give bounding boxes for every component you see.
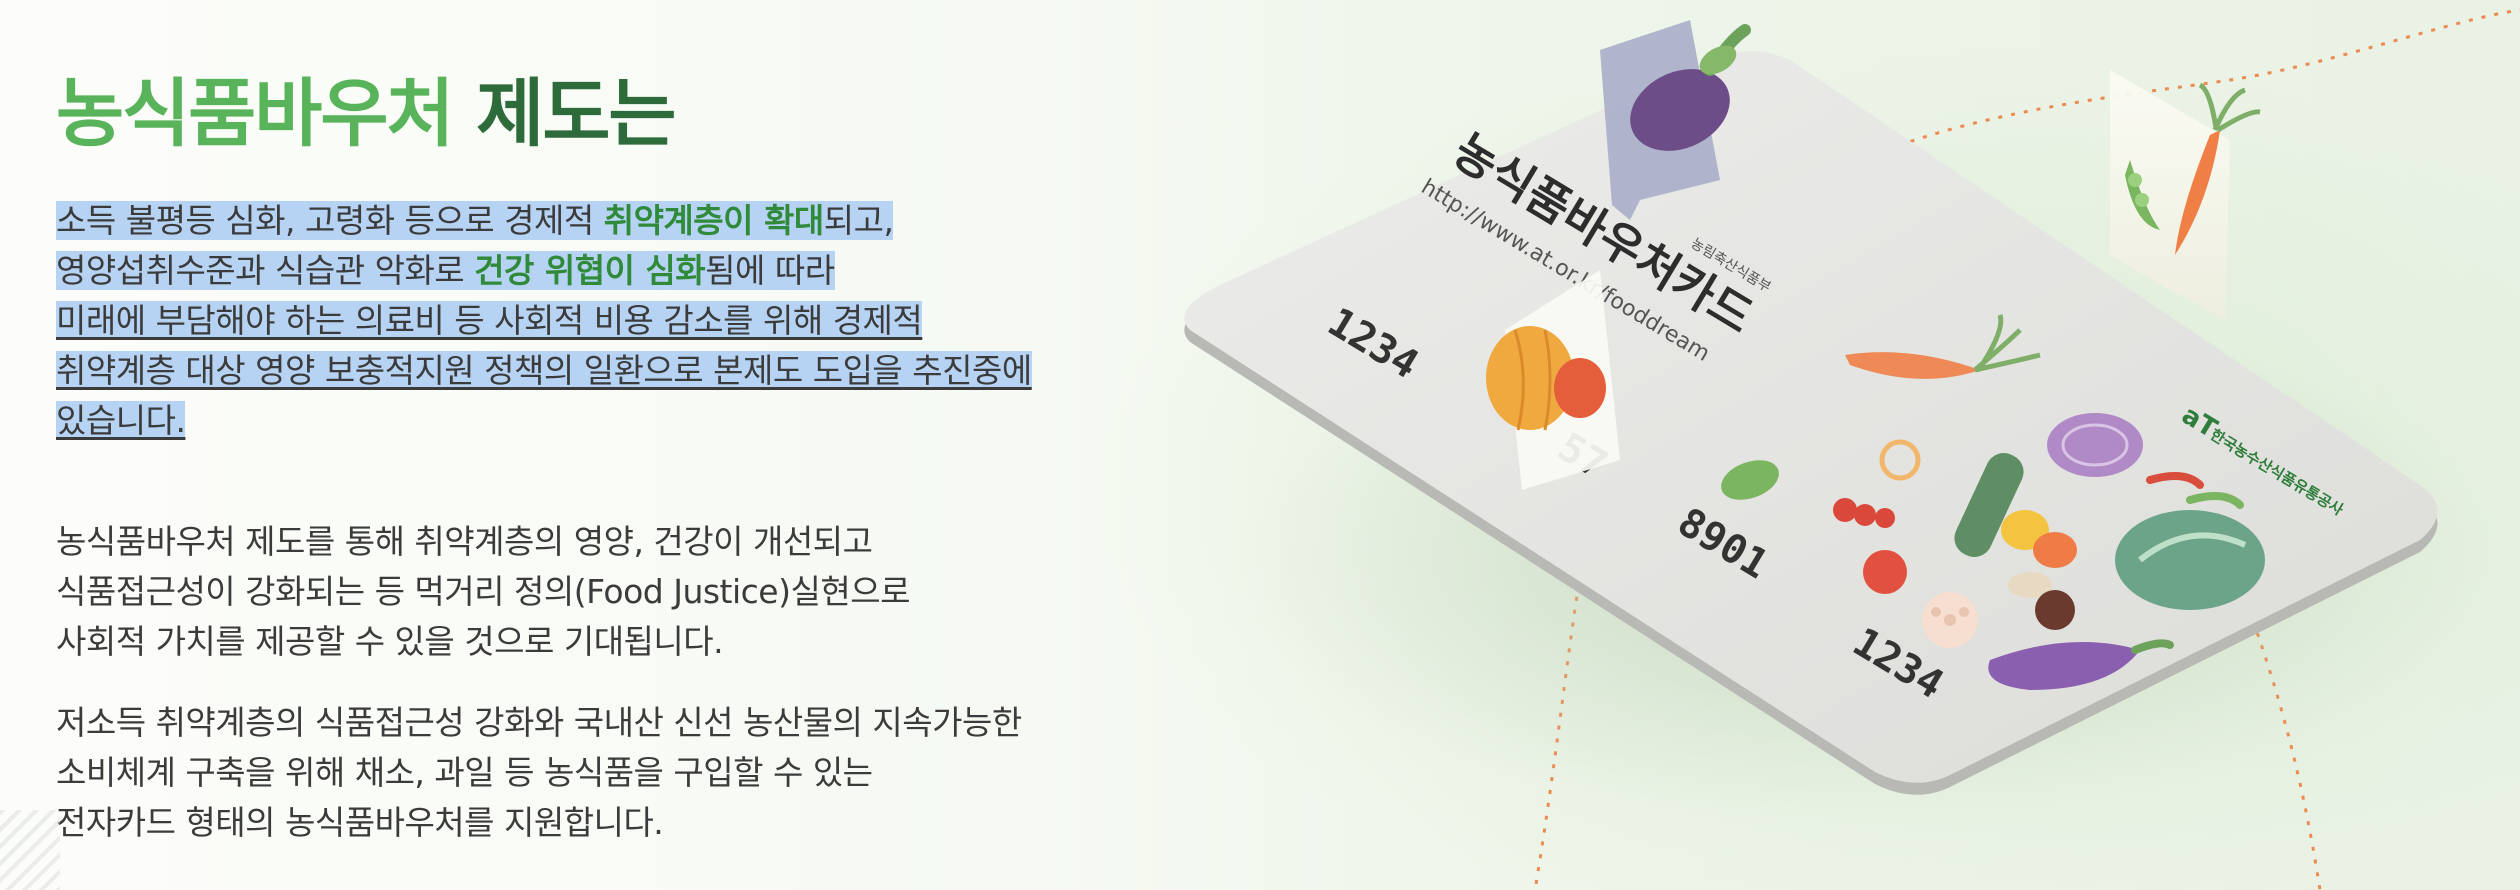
cucumber-icon xyxy=(1954,453,2024,557)
floating-panel-carrot xyxy=(2110,70,2261,320)
paragraph1-line1: 소득 불평등 심화, 고령화 등으로 경제적 취약계층이 확대되고, xyxy=(56,196,1032,246)
carrot-icon xyxy=(1845,352,1980,379)
paragraph2-line2: 식품접근성이 강화되는 등 먹거리 정의(Food Justice)실현으로 xyxy=(56,572,910,611)
text-span: 영양섭취수준과 식습관 악화로 xyxy=(56,251,475,290)
pumpkin-icon xyxy=(1486,326,1574,430)
red-paprika-icon xyxy=(2033,532,2077,568)
paragraph3-line3: 전자카드 형태의 농식품바우처를 지원합니다. xyxy=(56,803,664,842)
eggplant-small-icon xyxy=(1988,642,2140,690)
paragraph1-line3: 미래에 부담해야 하는 의료비 등 사회적 비용 감소를 위해 경제적 xyxy=(56,296,1032,346)
emphasis-text: 건강 위협이 심화 xyxy=(474,251,706,290)
chili-icon xyxy=(2146,472,2204,489)
underlined-text: 미래에 부담해야 하는 의료비 등 사회적 비용 감소를 위해 경제적 xyxy=(56,301,923,340)
dotted-path-top xyxy=(1849,8,2520,167)
corner-pattern xyxy=(0,810,60,890)
underlined-text: 취약계층 대상 영양 보충적지원 정책의 일환으로 본제도 도입을 추진중에 xyxy=(56,351,1032,390)
paragraph-expectation: 농식품바우처 제도를 통해 취약계층의 영양, 건강이 개선되고 식품접근성이 … xyxy=(56,517,910,667)
paragraph3-line2: 소비체계 구축을 위해 채소, 과일 등 농식품을 구입할 수 있는 xyxy=(56,753,873,792)
page-title: 농식품바우처 제도는 xyxy=(56,64,1116,164)
paragraph-background: 소득 불평등 심화, 고령화 등으로 경제적 취약계층이 확대되고, 영양섭취수… xyxy=(56,196,1032,446)
mushroom-icon xyxy=(2008,572,2052,598)
text-span: 됨에 따라 xyxy=(705,251,835,290)
intro-section: 농식품바우처 제도는 소득 불평등 심화, 고령화 등으로 경제적 취약계층이 … xyxy=(56,64,1116,842)
paragraph-support: 저소득 취약계층의 식품접근성 강화와 국내산 신선 농산물의 지속가능한 소비… xyxy=(56,698,1022,848)
shiitake-icon xyxy=(2035,590,2075,630)
paragraph2-line3: 사회적 가치를 제공할 수 있을 것으로 기대됩니다. xyxy=(56,622,724,661)
underlined-text: 있습니다. xyxy=(56,401,186,440)
pea-icon xyxy=(1721,460,1779,500)
paragraph1-line2: 영양섭취수준과 식습관 악화로 건강 위협이 심화됨에 따라 xyxy=(56,246,1032,296)
paragraph2-line1: 농식품바우처 제도를 통해 취약계층의 영양, 건강이 개선되고 xyxy=(56,522,873,561)
onion-icon xyxy=(2047,413,2143,477)
cherry-tomato-icon xyxy=(1833,498,1857,522)
paragraph1-line5: 있습니다. xyxy=(56,396,1032,446)
paragraph1-line4: 취약계층 대상 영양 보충적지원 정책의 일환으로 본제도 도입을 추진중에 xyxy=(56,346,1032,396)
title-rest: 제도는 xyxy=(476,71,676,157)
text-span: 되고, xyxy=(823,201,894,240)
voucher-card xyxy=(1184,51,2438,795)
title-highlight: 농식품바우처 xyxy=(56,71,454,157)
floating-panel-pumpkin xyxy=(1486,270,1620,490)
eggplant-icon xyxy=(1630,69,1730,151)
text-span: 소득 불평등 심화, 고령화 등으로 경제적 xyxy=(56,201,604,240)
emphasis-text: 취약계층이 확대 xyxy=(603,201,825,240)
pepper-ring-icon xyxy=(1879,439,1921,481)
paprika-icon xyxy=(1554,358,1606,418)
carrot-float-icon xyxy=(2175,130,2220,255)
cabbage-icon xyxy=(2115,510,2265,610)
floating-panel-eggplant xyxy=(1600,20,1751,220)
tomato-icon xyxy=(1863,550,1907,594)
illustration-canvas: 농식품바우처카드 http://www.at.or.kr/fooddream 농… xyxy=(1184,8,2520,890)
paragraph3-line1: 저소득 취약계층의 식품접근성 강화와 국내산 신선 농산물의 지속가능한 xyxy=(56,703,1022,742)
card-vegetables xyxy=(1721,314,2265,690)
voucher-card-illustration: 농식품바우처카드 http://www.at.or.kr/fooddream 농… xyxy=(1150,0,2520,890)
